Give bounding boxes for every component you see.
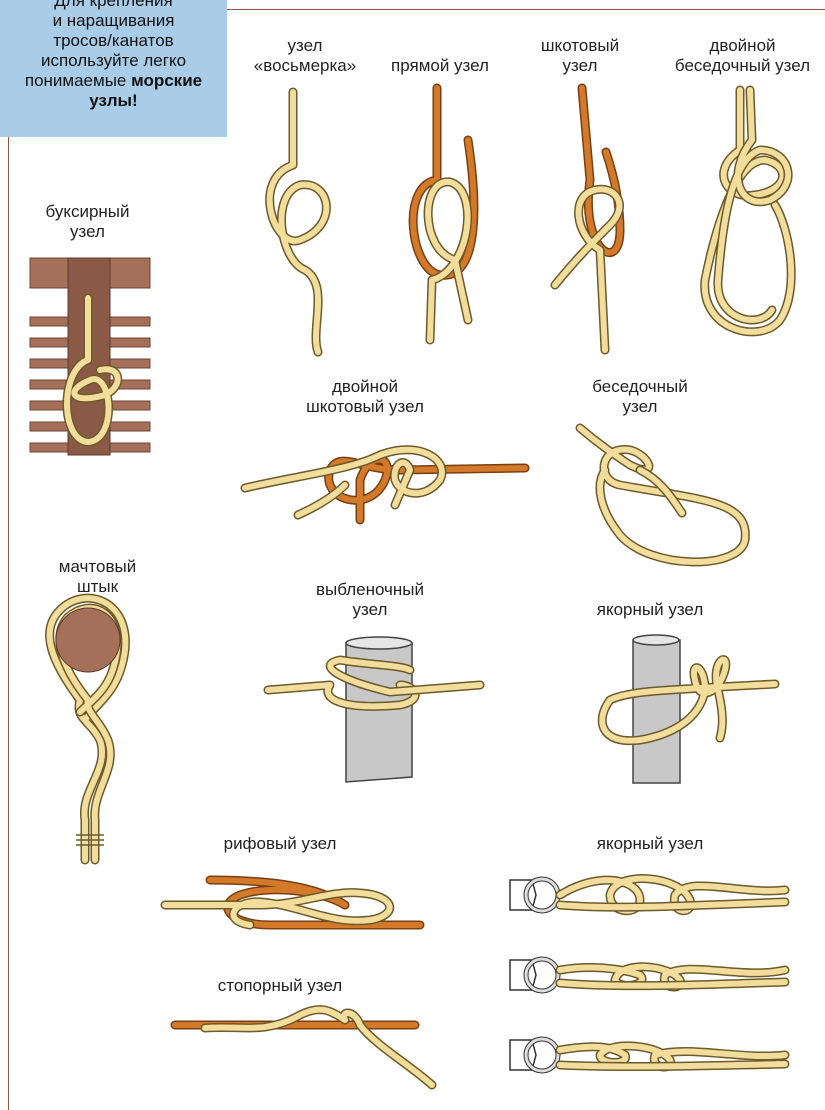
reef-knot-drawing [165,880,420,925]
double-bowline-drawing [705,90,791,332]
mast-knot-drawing [50,598,126,860]
anchor-row-3 [510,1039,785,1071]
sheet-bend-drawing [555,88,620,350]
anchor-knot-chain-drawing [510,879,785,1071]
anchor-knot-post-drawing [602,635,775,783]
stopper-knot-drawing [175,1010,432,1085]
clove-hitch-drawing [268,637,480,782]
double-sheet-bend-drawing [245,450,525,520]
bowline-drawing [580,428,745,562]
square-knot-drawing [413,88,474,340]
anchor-row-1 [510,879,785,911]
towing-knot-drawing [30,258,150,455]
anchor-row-2 [510,959,785,991]
figure-eight-knot-drawing [270,92,327,352]
